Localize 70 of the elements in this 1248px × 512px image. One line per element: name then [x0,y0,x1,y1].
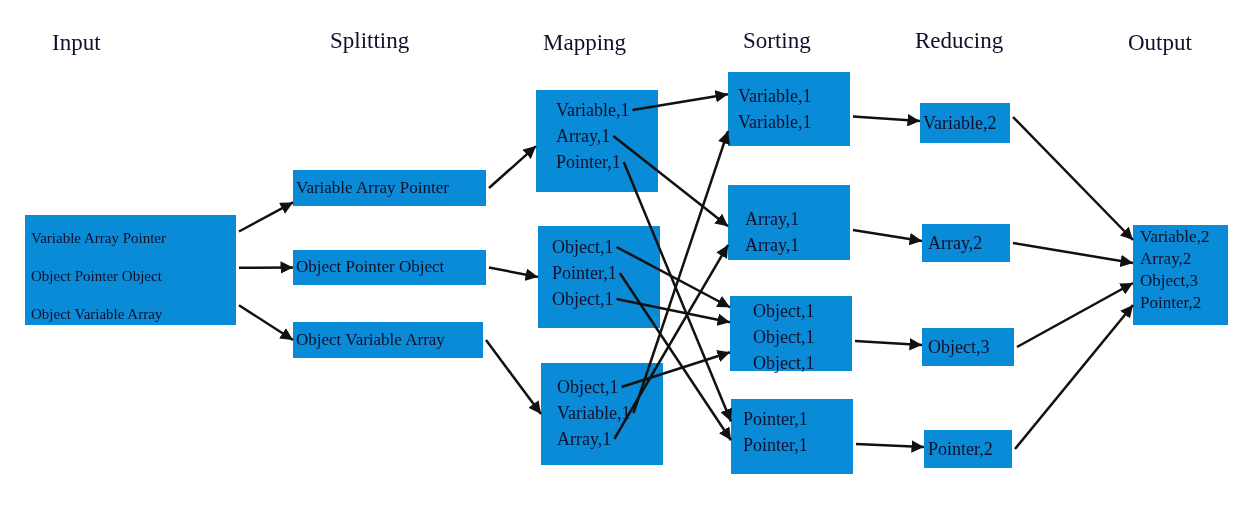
box-text: Array,1 [745,208,801,231]
stage-heading: Mapping [543,30,627,56]
list-item-text: Object,1 [557,377,619,397]
process-box [1133,225,1228,325]
process-box [25,215,236,325]
process-box: Variable,2 [920,103,1010,143]
box-text: Object Variable Array [31,305,164,324]
arrow [239,261,293,274]
process-box: Object Pointer Object [293,250,486,285]
box-text: Object Pointer Object [31,267,163,286]
box-text: Array,2 [1140,248,1193,270]
process-box [731,399,853,474]
box-text: Pointer,1 [743,434,809,457]
box-text: Variable,1 [738,111,813,134]
arrow [1012,241,1134,268]
arrow [488,266,539,281]
stage-heading: Input [52,30,101,56]
list-item-text: Variable,1 [557,403,631,423]
box-text: Array,1 [745,234,801,257]
box-text: Object,1 [753,300,816,323]
box-text: Object,1 [753,352,816,375]
box-text: Pointer,1 [743,408,809,431]
process-box: Pointer,2 [924,430,1012,468]
arrow [616,297,731,326]
process-box [536,90,658,192]
box-text: Variable,2 [1140,226,1211,248]
stage-heading: Reducing [915,28,1004,54]
box-text: Object,1 [753,326,816,349]
process-box: Object Variable Array [293,322,483,358]
stage-heading: Splitting [330,28,410,54]
box-text: Pointer,2 [1140,292,1203,314]
arrow [1014,304,1134,450]
list-item-text: Pointer,1 [552,263,617,283]
list-item-text: Array,1 [556,126,611,146]
arrow [1016,281,1134,349]
list-item-text: Variable,1 [556,100,630,120]
box-text: Object,3 [1140,270,1200,292]
process-box: Variable Array Pointer [293,170,486,206]
arrow [854,338,923,351]
arrow [612,135,729,228]
list-item-text: Array,1 [557,429,612,449]
process-box [728,185,850,260]
process-box [730,296,852,371]
box-text: Variable,1 [738,85,813,108]
arrow [238,304,294,342]
arrow [622,161,733,422]
process-box [541,363,663,465]
list-item-text: Object,1 [552,289,614,309]
arrow [238,201,294,233]
arrow [852,113,921,127]
arrow [488,145,537,189]
stage-heading: Output [1128,30,1192,56]
arrow [613,244,730,440]
stage-heading: Sorting [743,28,811,54]
arrow [621,350,731,389]
arrow [852,228,923,246]
arrow [485,339,542,415]
arrow [615,245,731,309]
process-box: Array,2 [922,224,1010,262]
list-item-text: Object,1 [552,237,614,257]
list-item-text: Pointer,1 [556,152,621,172]
arrow [855,440,925,453]
arrow [632,90,729,112]
box-text: Variable Array Pointer [31,229,167,248]
arrow [632,130,730,414]
process-box [728,72,850,146]
arrow [1012,116,1134,241]
process-box [538,226,660,328]
process-box: Object,3 [922,328,1014,366]
arrow [618,272,733,441]
